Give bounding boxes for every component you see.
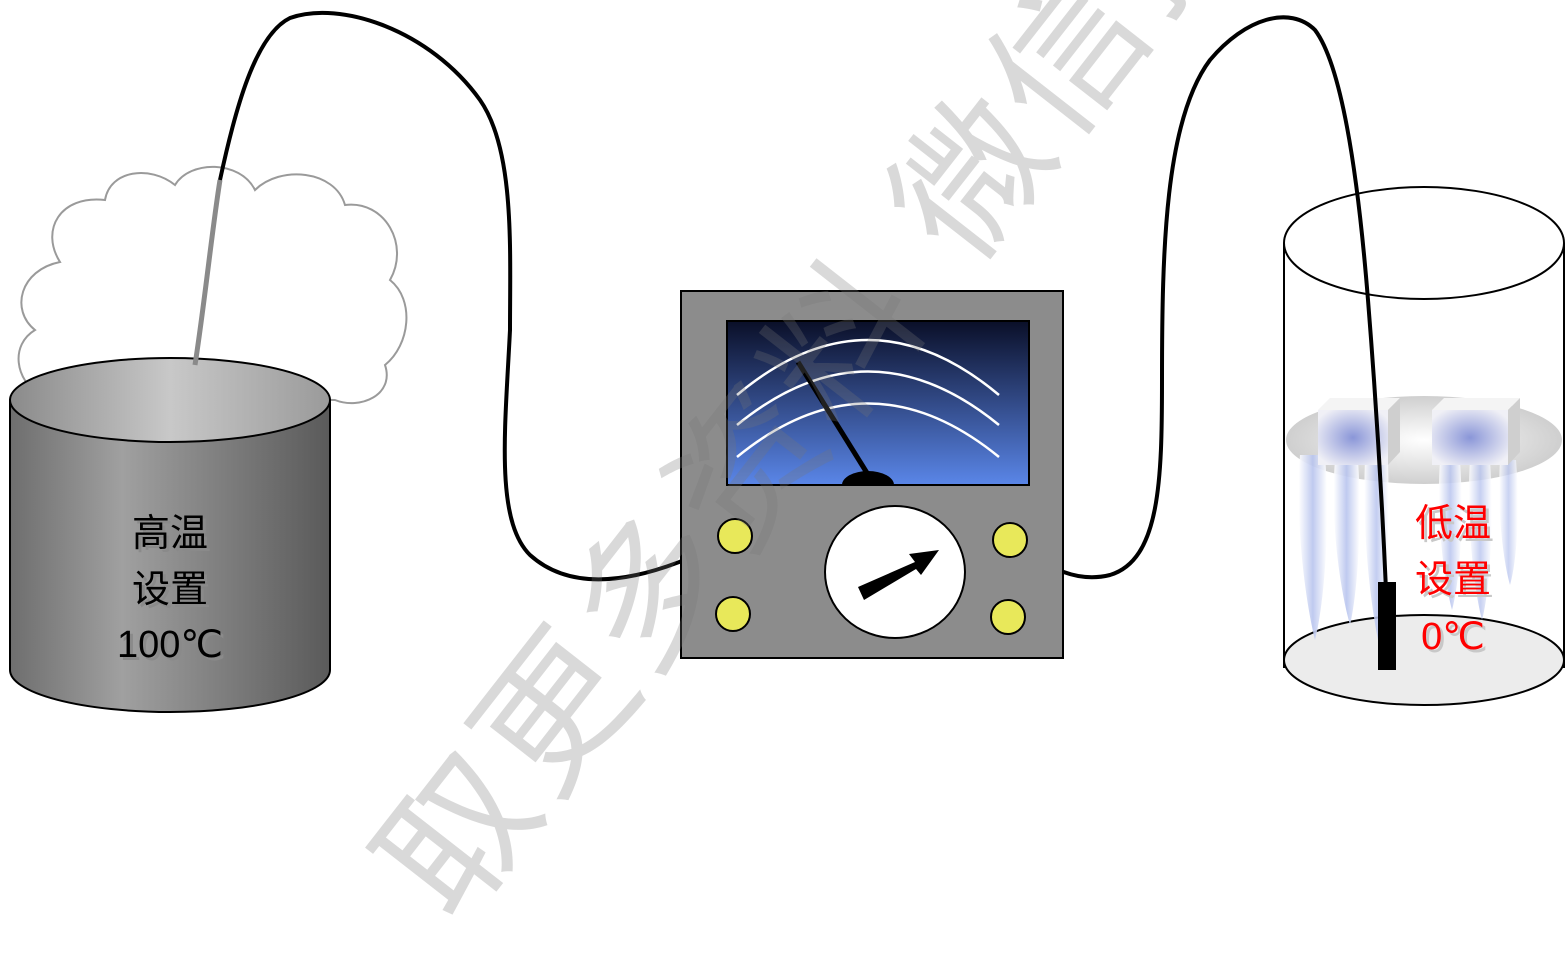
ice-cube-right [1432,398,1520,465]
cold-label-line1: 低温 [1414,501,1491,545]
terminal-bottom-right [990,599,1026,635]
terminal-bottom-left [715,596,751,632]
right-wire [1010,15,1388,591]
hot-label-line1: 高温 [131,511,208,555]
steam-cloud [17,165,408,405]
cold-container [1283,186,1565,706]
thermocouple-diagram: 高温 设置 100℃ 低温 设置 0℃ 取更多资料 微信搜索 [9,0,1565,949]
diagram-canvas [9,10,1565,713]
scale-arcs [736,338,1000,458]
meter-needle [795,360,875,483]
hot-temperature: 100℃ [116,624,224,666]
ice-cube-left [1318,398,1400,465]
thermocouple-probe [1378,582,1396,670]
arrow-icon [858,550,939,600]
hot-container [9,357,331,713]
galvanometer [680,290,1064,659]
cold-temperature: 0℃ [1421,616,1485,658]
left-wire [192,10,729,582]
cold-label-line2: 设置 [1414,557,1491,601]
hot-label-line2: 设置 [131,567,208,611]
terminal-top-right [992,522,1028,558]
terminal-top-left [717,518,753,554]
needle-pivot [842,471,894,485]
